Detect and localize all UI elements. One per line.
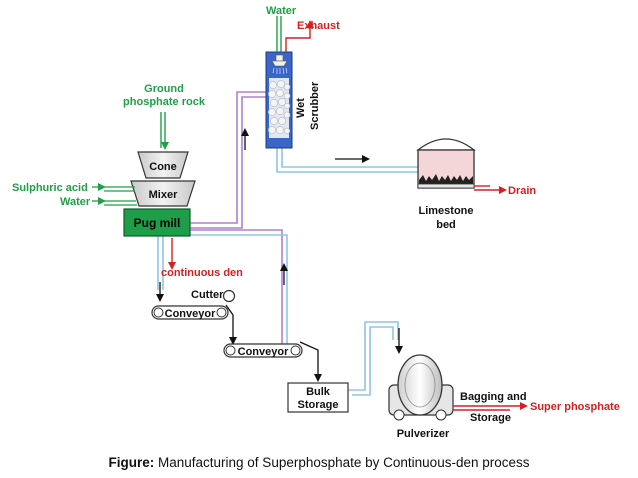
bagging-label-line1: Bagging and [460, 391, 527, 403]
pulverizer-label: Pulverizer [397, 428, 450, 440]
cutter-label: Cutter [191, 289, 224, 301]
conveyor-1 [151, 305, 229, 320]
scrubber-exhaust-outlet [285, 20, 314, 52]
scrubber-to-limestone-pipe [276, 148, 420, 173]
scrubber-label: Scrubber [309, 81, 321, 130]
bulk-label-line2: Storage [298, 399, 339, 411]
conveyor-1-label: Conveyor [165, 308, 216, 320]
pug-mill [123, 208, 191, 237]
mixer-label: Mixer [149, 189, 178, 201]
super-phosphate-label: Super phosphate [530, 401, 620, 413]
sulphuric-acid-label: Sulphuric acid [12, 182, 88, 194]
spray-nozzle-icon [271, 54, 288, 67]
figure-caption: Figure: Manufacturing of Superphosphate … [0, 455, 638, 470]
pulverizer [388, 354, 454, 421]
pug-to-den-pipe [157, 235, 164, 290]
mixer [130, 180, 196, 207]
limestone-label-line1: Limestone [418, 205, 473, 217]
bulk-storage [287, 382, 349, 413]
cone-label: Cone [149, 161, 177, 173]
continuous-den-label: continuous den [161, 267, 243, 279]
conveyor-2-label: Conveyor [238, 346, 289, 358]
wet-label: Wet [295, 98, 307, 118]
gas-duct-den [190, 229, 288, 345]
drain-outlet [474, 185, 507, 194]
conveyor-2 [223, 343, 303, 358]
storage-to-pulverizer-pipe [347, 321, 399, 396]
water-left-label: Water [60, 196, 91, 208]
water-top-label: Water [266, 5, 297, 17]
rock-feed-line [160, 112, 169, 150]
ground-label-line1: Ground [144, 83, 184, 95]
bagging-label-line2: Storage [470, 412, 511, 424]
drain-label: Drain [508, 185, 536, 197]
scrubber-water-inlet [276, 16, 282, 52]
limestone-label-line2: bed [436, 219, 456, 231]
cutter [222, 289, 236, 303]
ground-label-line2: phosphate rock [123, 96, 206, 108]
pug-mill-label: Pug mill [134, 216, 181, 230]
exhaust-label: Exhaust [297, 20, 340, 32]
limestone-bed [416, 138, 476, 189]
flow-arrows [156, 128, 403, 382]
product-outlet [453, 402, 528, 411]
caption-text: Manufacturing of Superphosphate by Conti… [154, 455, 530, 470]
caption-prefix: Figure: [108, 455, 155, 470]
acid-water-feed-lines [92, 183, 137, 206]
cone-hopper [137, 151, 189, 179]
wet-scrubber [265, 51, 293, 149]
gas-duct-pug-to-scrubber [190, 91, 268, 229]
bulk-label-line1: Bulk [306, 386, 331, 398]
